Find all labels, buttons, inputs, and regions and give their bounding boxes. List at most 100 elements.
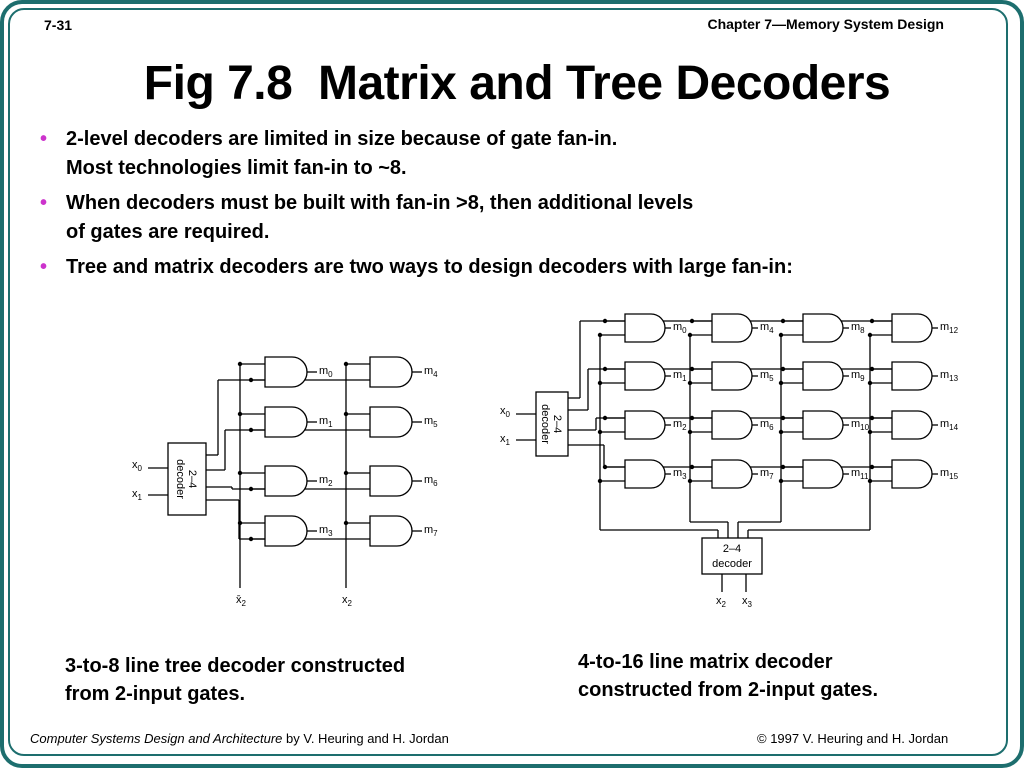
matrix-output-label: m2 [673, 418, 687, 432]
bullet-dot-icon: • [40, 192, 48, 214]
junction-dot [602, 415, 608, 421]
matrix-row-input-label: x1 [500, 433, 511, 447]
bullet-item: • When decoders must be built with fan-i… [40, 189, 1010, 247]
matrix-output-label: m0 [673, 321, 687, 335]
junction-dot [867, 380, 873, 386]
junction-dot [780, 464, 786, 470]
and-gate [802, 459, 844, 489]
and-gate [891, 410, 933, 440]
caption-line: constructed from 2-input gates. [578, 679, 879, 701]
tree-output-label: m5 [424, 415, 438, 429]
matrix-decoder-caption: 4-to-16 line matrix decoder constructed … [578, 648, 878, 704]
junction-dot [689, 318, 695, 324]
junction-dot [597, 478, 603, 484]
matrix-row-input-label: x0 [500, 405, 511, 419]
tree-input-label: x0 [132, 459, 143, 473]
and-gate [711, 410, 753, 440]
and-gate [891, 361, 933, 391]
tree-output-label: m0 [319, 365, 333, 379]
tree-output-label: m2 [319, 474, 333, 488]
footer-authors: by V. Heuring and H. Jordan [282, 731, 449, 746]
matrix-output-label: m13 [940, 369, 959, 383]
and-gate [624, 313, 666, 343]
tree-output-label: m1 [319, 415, 333, 429]
junction-dot [778, 478, 784, 484]
matrix-col-input-label: x3 [742, 595, 753, 609]
and-gate [264, 465, 308, 497]
junction-dot [780, 366, 786, 372]
matrix-col-input-label: x2 [716, 595, 727, 609]
matrix-output-label: m9 [851, 369, 865, 383]
matrix-output-label: m7 [760, 467, 774, 481]
junction-dot [689, 415, 695, 421]
junction-dot [869, 318, 875, 324]
tree-extra-input-label: x̄2 [236, 594, 247, 608]
and-gate [624, 410, 666, 440]
junction-dot [687, 429, 693, 435]
footer-book-title: Computer Systems Design and Architecture [30, 731, 283, 746]
matrix-col-decoder-box [701, 537, 763, 575]
and-gate [624, 459, 666, 489]
junction-dot [778, 332, 784, 338]
matrix-output-label: m15 [940, 467, 959, 481]
bullet-dot-icon: • [40, 256, 48, 278]
and-gate [369, 515, 413, 547]
matrix-row-decoder-label: 2–4decoder [539, 404, 563, 444]
junction-dot [687, 332, 693, 338]
junction-dot [869, 415, 875, 421]
chapter-heading: Chapter 7—Memory System Design [707, 16, 944, 32]
junction-dot [867, 332, 873, 338]
junction-dot [780, 415, 786, 421]
junction-dot [597, 429, 603, 435]
and-gate [802, 313, 844, 343]
bullet-text: of gates are required. [66, 221, 270, 243]
and-gate [891, 459, 933, 489]
matrix-output-label: m3 [673, 467, 687, 481]
junction-dot [778, 380, 784, 386]
tree-output-label: m4 [424, 365, 438, 379]
bullet-dot-icon: • [40, 128, 48, 150]
matrix-row-decoder-box [535, 391, 569, 457]
and-gate [711, 313, 753, 343]
tree-input-label: x1 [132, 488, 143, 502]
tree-output-label: m3 [319, 524, 333, 538]
junction-dot [867, 478, 873, 484]
junction-dot [869, 464, 875, 470]
and-gate [802, 410, 844, 440]
bullet-text: 2-level decoders are limited in size bec… [66, 128, 618, 150]
footer-copyright: © 1997 V. Heuring and H. Jordan [757, 731, 949, 746]
caption-line: from 2-input gates. [65, 683, 246, 705]
junction-dot [869, 366, 875, 372]
matrix-output-label: m6 [760, 418, 774, 432]
and-gate [369, 465, 413, 497]
junction-dot [602, 318, 608, 324]
junction-dot [867, 429, 873, 435]
bullet-item: • Tree and matrix decoders are two ways … [40, 253, 1010, 282]
bullet-text: Most technologies limit fan-in to ~8. [66, 157, 407, 179]
matrix-output-label: m1 [673, 369, 687, 383]
slide-title: Fig 7.8 Matrix and Tree Decoders [143, 57, 891, 110]
and-gate [624, 361, 666, 391]
slide-number: 7-31 [44, 17, 73, 33]
matrix-output-label: m4 [760, 321, 774, 335]
and-gate [891, 313, 933, 343]
junction-dot [780, 318, 786, 324]
and-gate [264, 356, 308, 388]
caption-line: 4-to-16 line matrix decoder [578, 651, 833, 673]
bullet-list: • 2-level decoders are limited in size b… [40, 125, 1010, 288]
junction-dot [689, 464, 695, 470]
matrix-output-label: m10 [851, 418, 870, 432]
and-gate [264, 406, 308, 438]
and-gate [264, 515, 308, 547]
junction-dot [687, 380, 693, 386]
matrix-output-label: m5 [760, 369, 774, 383]
caption-line: 3-to-8 line tree decoder constructed [65, 655, 406, 677]
bullet-item: • 2-level decoders are limited in size b… [40, 125, 1010, 183]
footer-book: Computer Systems Design and Architecture… [30, 731, 449, 746]
junction-dot [602, 464, 608, 470]
bullet-text: Tree and matrix decoders are two ways to… [66, 256, 793, 278]
matrix-output-label: m11 [851, 467, 869, 481]
and-gate [369, 356, 413, 388]
